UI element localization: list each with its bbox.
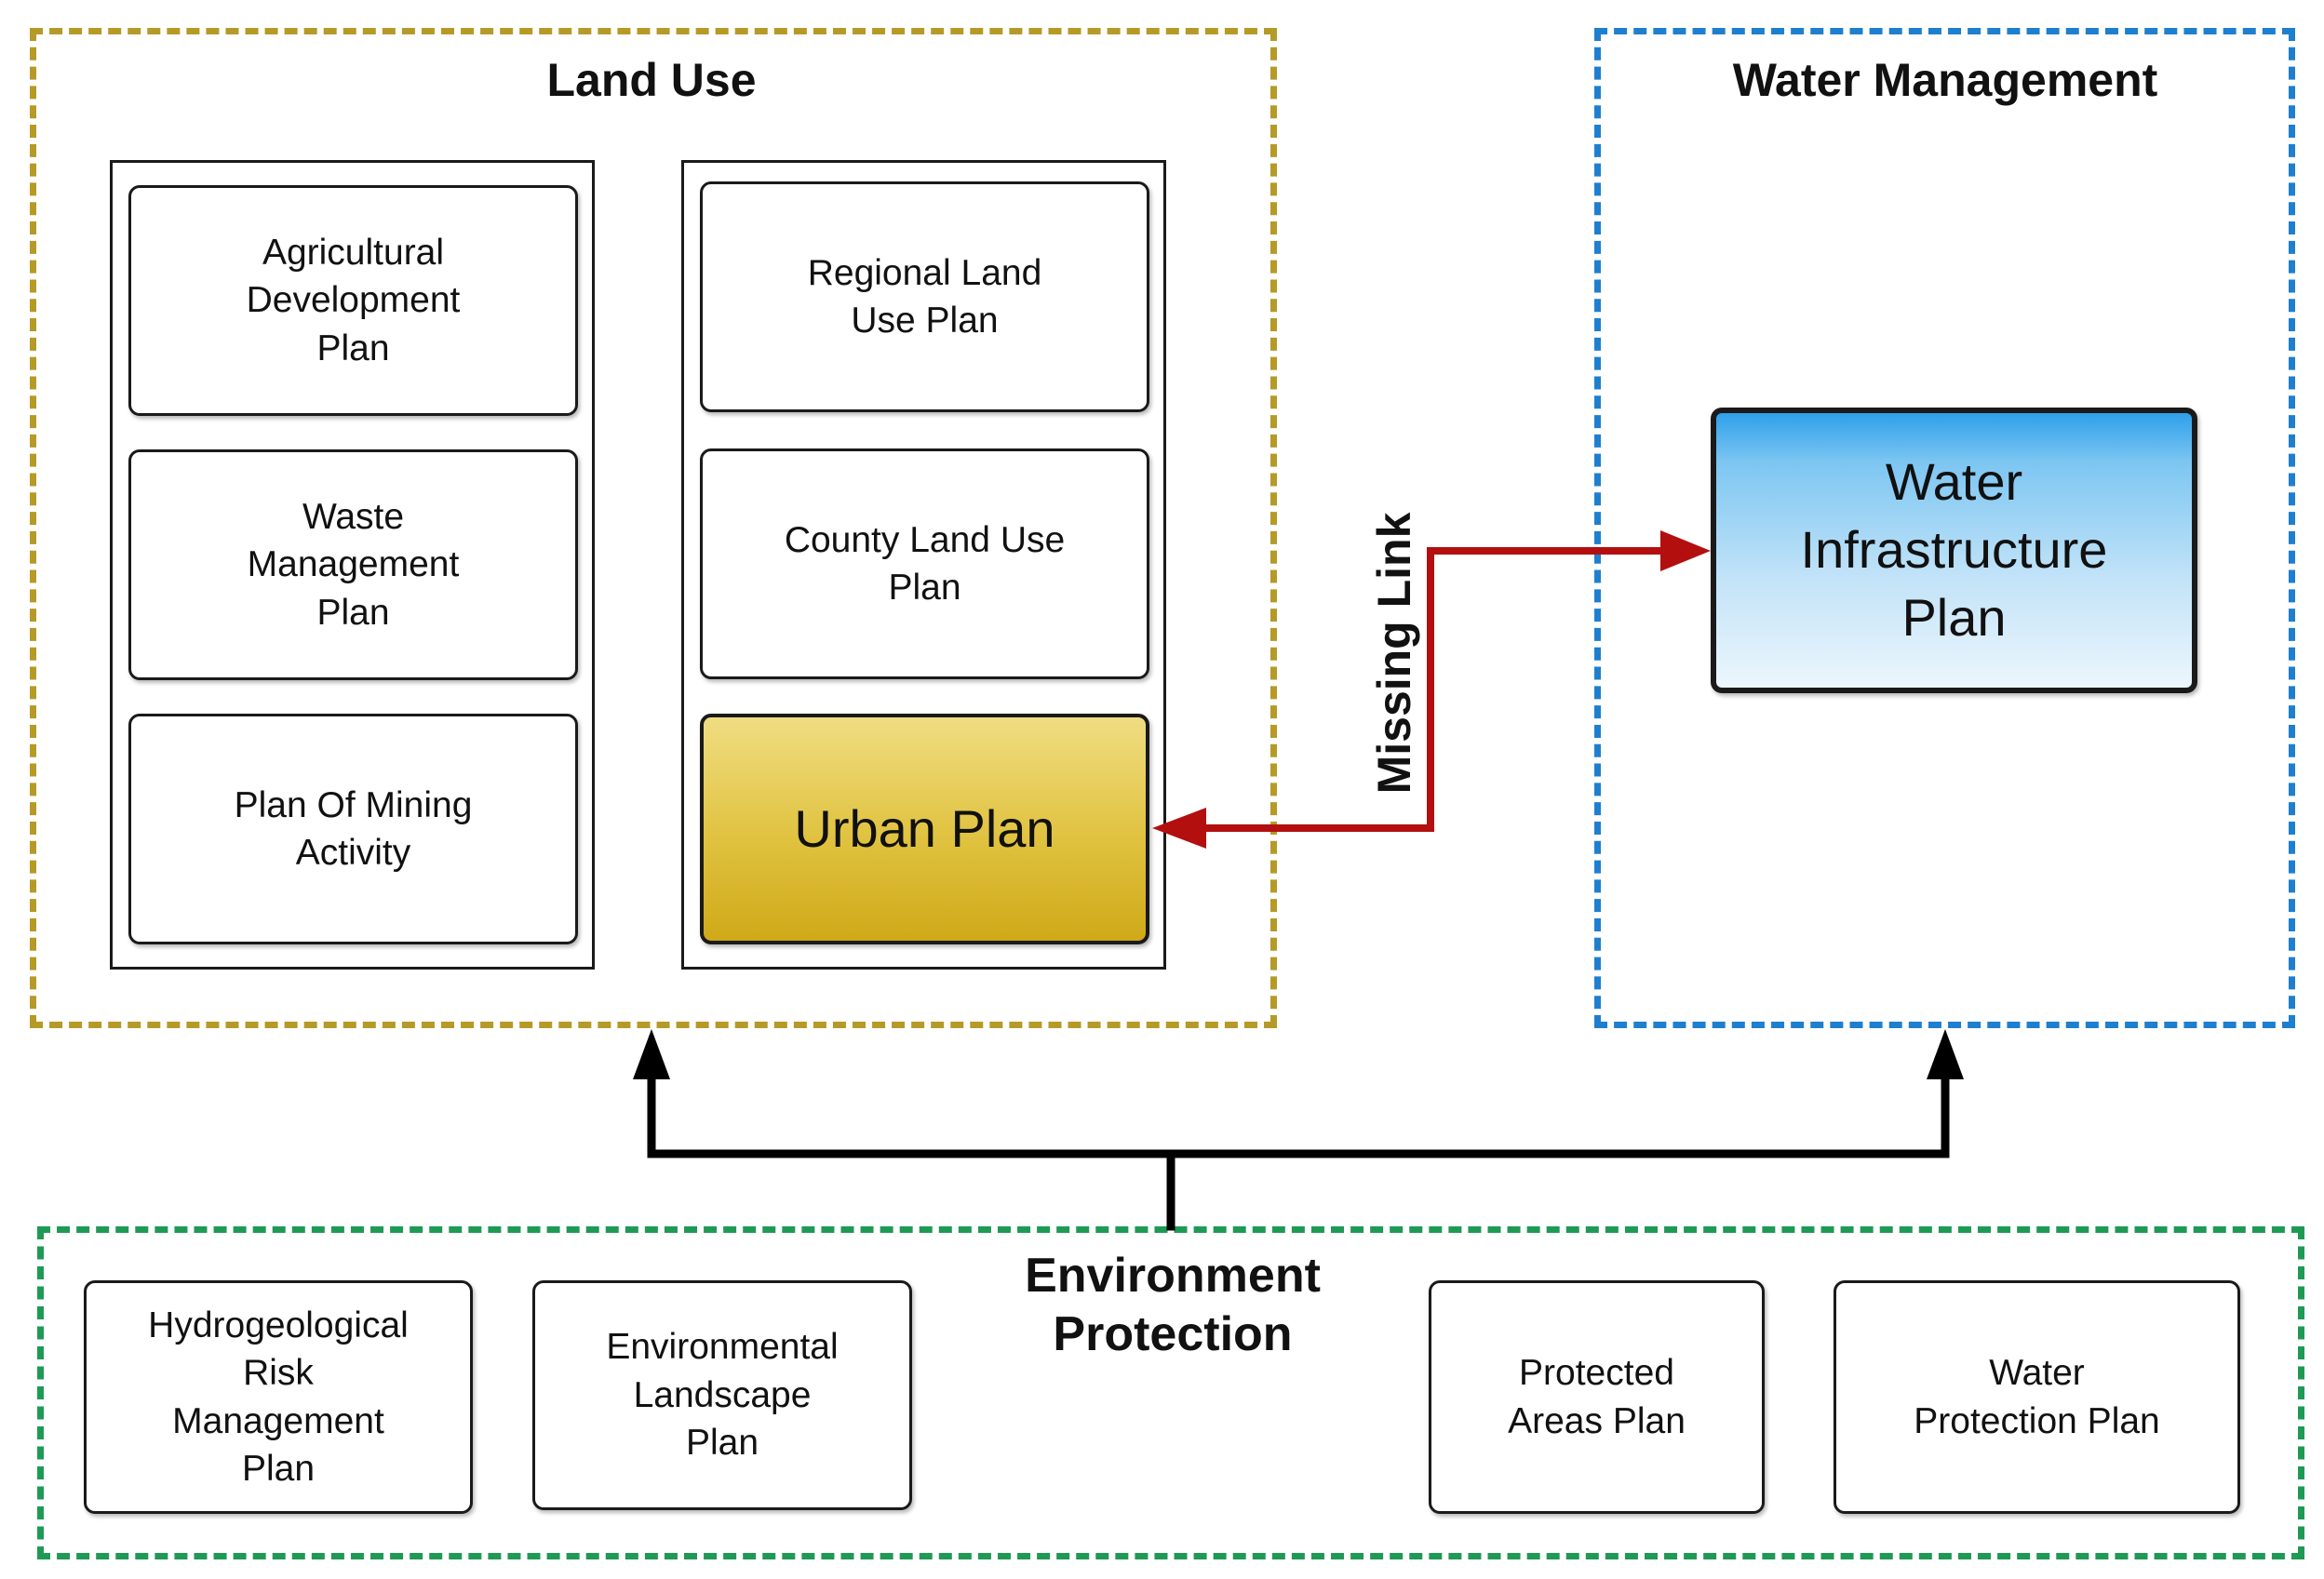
water-management-arrowhead [1927,1029,1964,1079]
environment-protection-title: Environment Protection [1025,1249,1321,1362]
water-management-region [1594,28,2295,1028]
water-management-title: Water Management [1732,54,2158,106]
urban-plan: Urban Plan [700,714,1149,944]
land-use-arrowhead [633,1029,670,1079]
water-infrastructure-plan: Water Infrastructure Plan [1711,408,2197,693]
hydrogeological-risk-management-plan: Hydrogeological Risk Management Plan [84,1280,473,1514]
protected-areas-plan: Protected Areas Plan [1429,1280,1765,1514]
missing-link-label: Missing Link [1368,512,1420,794]
environmental-landscape-plan: Environmental Landscape Plan [532,1280,912,1510]
missing-link-line [1202,547,1666,832]
water-protection-plan: Water Protection Plan [1834,1280,2240,1514]
agricultural-development-plan: Agricultural Development Plan [128,185,578,416]
county-land-use-plan: County Land Use Plan [700,448,1149,679]
regional-land-use-plan: Regional Land Use Plan [700,181,1149,412]
water-infrastructure-arrowhead [1660,530,1711,571]
urban-plan-arrowhead [1152,808,1206,849]
land-use-region [30,28,1277,1028]
waste-management-plan: Waste Management Plan [128,449,578,680]
mining-activity-plan: Plan Of Mining Activity [128,714,578,944]
land-use-title: Land Use [546,54,757,106]
